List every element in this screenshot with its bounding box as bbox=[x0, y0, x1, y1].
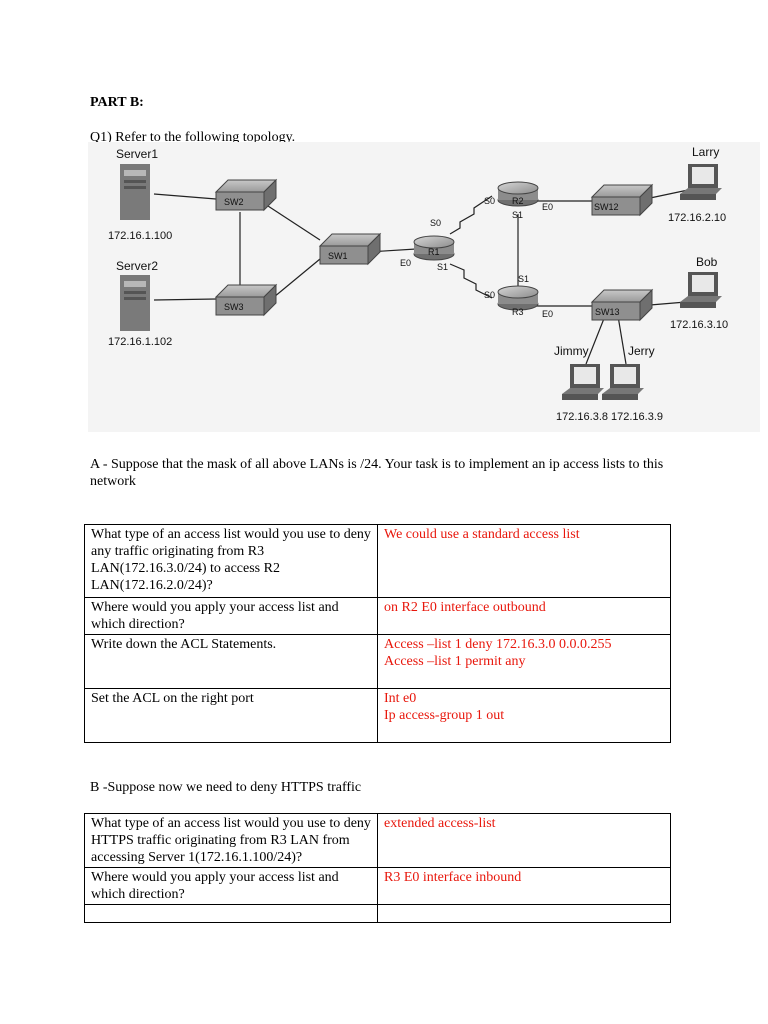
switch-sw3-icon bbox=[214, 283, 278, 317]
switch-sw1-icon bbox=[318, 232, 382, 266]
answer-cell bbox=[377, 904, 671, 923]
jerry-ip: 172.16.3.9 bbox=[611, 411, 663, 423]
pc-jimmy-icon bbox=[562, 364, 604, 400]
section-b-table: What type of an access list would you us… bbox=[84, 813, 671, 923]
question-cell bbox=[84, 904, 378, 923]
answer-cell: Access –list 1 deny 172.16.3.0 0.0.0.255… bbox=[377, 634, 671, 689]
bob-ip: 172.16.3.10 bbox=[670, 319, 728, 331]
switch-sw13-icon bbox=[590, 288, 654, 322]
sw12-label: SW12 bbox=[594, 202, 619, 212]
bob-label: Bob bbox=[696, 255, 718, 269]
question-1-intro: Q1) Refer to the following topology. bbox=[90, 130, 296, 145]
table-row bbox=[84, 904, 671, 923]
r2-s1-label: S1 bbox=[512, 210, 523, 220]
question-cell: Write down the ACL Statements. bbox=[84, 634, 378, 689]
router-r3-icon bbox=[497, 285, 539, 311]
server1-icon bbox=[120, 164, 150, 220]
server1-ip: 172.16.1.100 bbox=[108, 230, 172, 242]
r1-s0-label: S0 bbox=[430, 218, 441, 228]
switch-sw2-icon bbox=[214, 178, 278, 212]
table-row: What type of an access list would you us… bbox=[84, 813, 671, 868]
r1-s1-label: S1 bbox=[437, 262, 448, 272]
larry-ip: 172.16.2.10 bbox=[668, 212, 726, 224]
server1-label: Server1 bbox=[116, 147, 158, 161]
answer-cell: on R2 E0 interface outbound bbox=[377, 597, 671, 635]
table-row: Set the ACL on the right port Int e0 Ip … bbox=[84, 688, 671, 743]
r3-e0-label: E0 bbox=[542, 309, 553, 319]
r1-e0-label: E0 bbox=[400, 258, 411, 268]
r3-label: R3 bbox=[512, 307, 524, 317]
sw13-label: SW13 bbox=[595, 307, 620, 317]
section-a-intro: A - Suppose that the mask of all above L… bbox=[90, 457, 664, 489]
table-row: Write down the ACL Statements. Access –l… bbox=[84, 634, 671, 689]
jerry-label: Jerry bbox=[628, 344, 655, 358]
answer-cell: We could use a standard access list bbox=[377, 524, 671, 598]
r1-label: R1 bbox=[428, 247, 440, 257]
r3-s1-label: S1 bbox=[518, 274, 529, 284]
answer-cell: extended access-list bbox=[377, 813, 671, 868]
jimmy-ip: 172.16.3.8 bbox=[556, 411, 608, 423]
part-title: PART B: bbox=[90, 95, 144, 110]
section-a-table: What type of an access list would you us… bbox=[84, 524, 671, 743]
table-row: What type of an access list would you us… bbox=[84, 524, 671, 598]
pc-jerry-icon bbox=[602, 364, 644, 400]
question-cell: Set the ACL on the right port bbox=[84, 688, 378, 743]
question-cell: Where would you apply your access list a… bbox=[84, 597, 378, 635]
answer-cell: Int e0 Ip access-group 1 out bbox=[377, 688, 671, 743]
table-row: Where would you apply your access list a… bbox=[84, 597, 671, 635]
section-b-intro: B -Suppose now we need to deny HTTPS tra… bbox=[90, 780, 362, 795]
sw1-label: SW1 bbox=[328, 251, 348, 261]
router-r1-icon bbox=[413, 235, 455, 261]
larry-label: Larry bbox=[692, 145, 719, 159]
pc-larry-icon bbox=[680, 164, 722, 200]
switch-sw12-icon bbox=[590, 183, 654, 217]
r2-s0-label: S0 bbox=[484, 196, 495, 206]
router-r2-icon bbox=[497, 181, 539, 207]
server2-label: Server2 bbox=[116, 259, 158, 273]
jimmy-label: Jimmy bbox=[554, 344, 589, 358]
sw2-label: SW2 bbox=[224, 197, 244, 207]
answer-cell: R3 E0 interface inbound bbox=[377, 867, 671, 905]
pc-bob-icon bbox=[680, 272, 722, 308]
question-cell: What type of an access list would you us… bbox=[84, 524, 378, 598]
server2-icon bbox=[120, 275, 150, 331]
r2-e0-label: E0 bbox=[542, 202, 553, 212]
r2-label: R2 bbox=[512, 196, 524, 206]
server2-ip: 172.16.1.102 bbox=[108, 336, 172, 348]
sw3-label: SW3 bbox=[224, 302, 244, 312]
r3-s0-label: S0 bbox=[484, 290, 495, 300]
question-cell: What type of an access list would you us… bbox=[84, 813, 378, 868]
question-cell: Where would you apply your access list a… bbox=[84, 867, 378, 905]
network-topology-diagram: Server1 172.16.1.100 Server2 172.16.1.10… bbox=[88, 142, 760, 432]
table-row: Where would you apply your access list a… bbox=[84, 867, 671, 905]
